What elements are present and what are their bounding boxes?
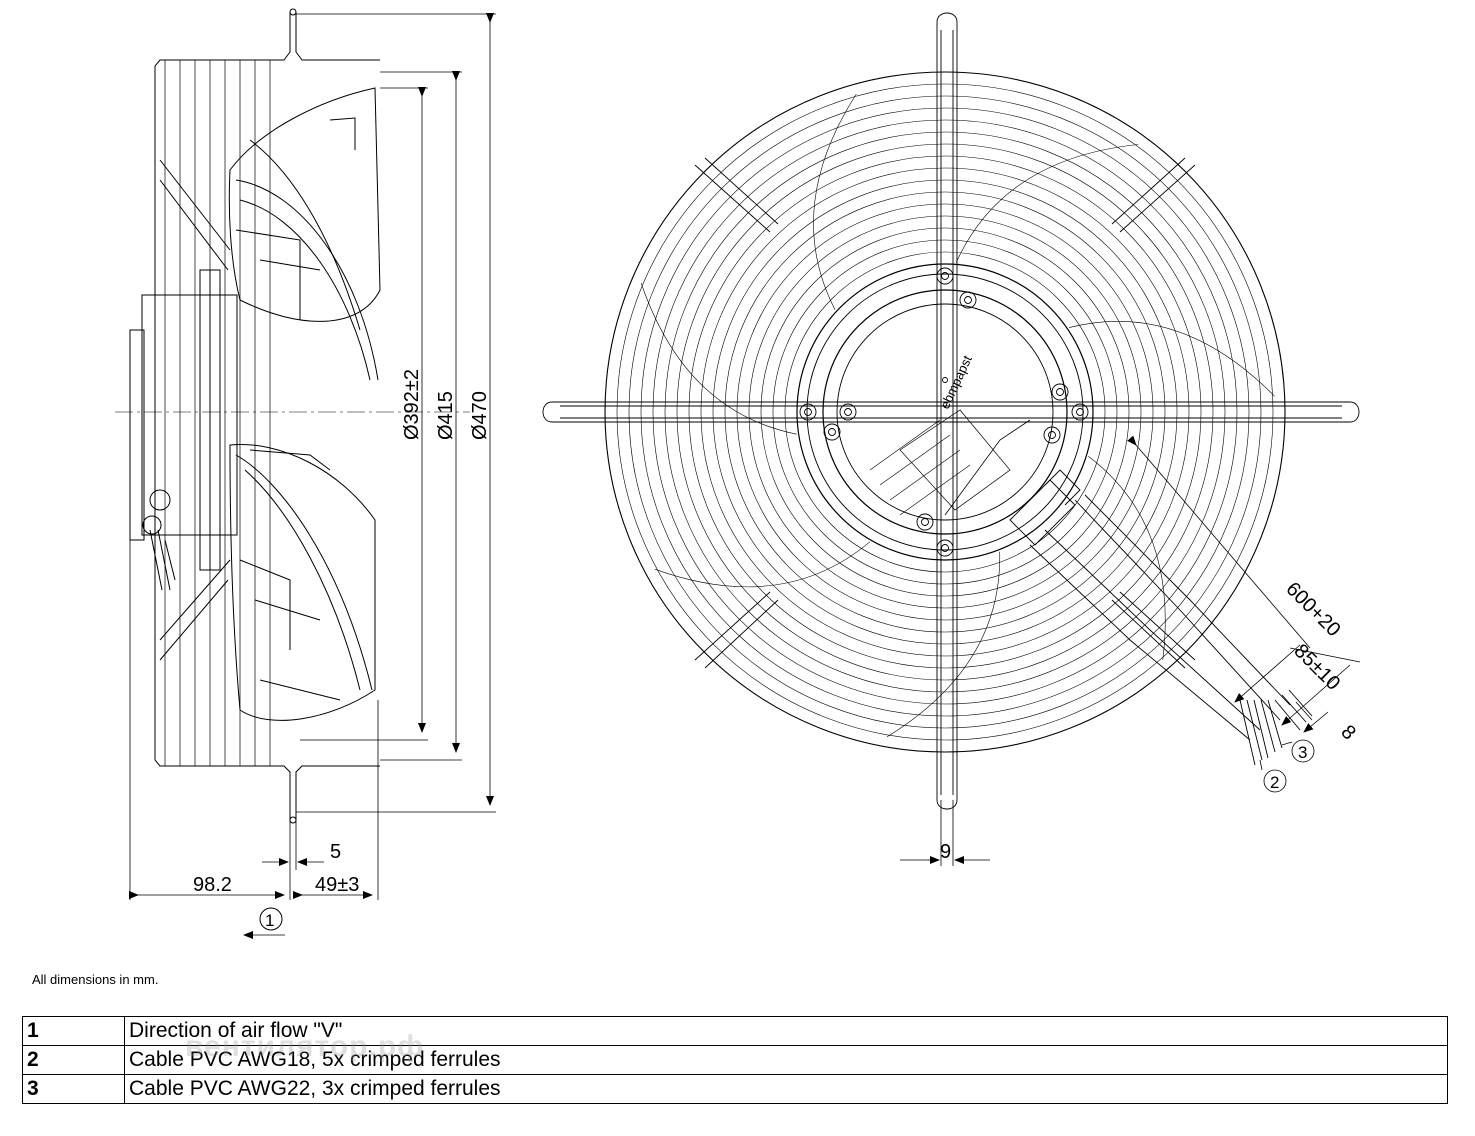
side-view: [115, 8, 470, 824]
side-view-labels: Ø392±2 Ø415 Ø470 5 98.2 49±3 1: [193, 369, 491, 930]
callout-3: 3: [1298, 743, 1307, 762]
watermark: вентилятор.рф: [185, 1030, 425, 1063]
dim-9: 9: [940, 841, 951, 863]
dim-d415: Ø415: [435, 391, 457, 440]
legend-number: 3: [22, 1074, 125, 1104]
dim-49: 49±3: [315, 874, 359, 896]
front-view: [542, 12, 1360, 810]
dim-85: 85±10: [1289, 640, 1344, 695]
legend-row: 3 Cable PVC AWG22, 3x crimped ferrules: [22, 1074, 1448, 1104]
brand-logo-text: ebmpapst: [937, 353, 975, 411]
legend-number: 2: [22, 1045, 125, 1075]
callout-2: 2: [1270, 773, 1279, 792]
front-view-dimensions: [900, 435, 1361, 866]
legend-table: 1 Direction of air flow "V" 2 Cable PVC …: [22, 1016, 1448, 1104]
dim-d392: Ø392±2: [401, 369, 423, 440]
dim-8: 8: [1336, 721, 1359, 744]
dim-98-2: 98.2: [193, 874, 232, 896]
dim-600: 600+20: [1281, 578, 1344, 641]
front-view-labels: 600+20 85±10 8 9 3 2 ebmpapst: [937, 353, 1360, 863]
dim-5: 5: [330, 841, 341, 863]
technical-drawing: Ø392±2 Ø415 Ø470 5 98.2 49±3 1: [115, 8, 1361, 939]
callout-1: 1: [265, 911, 274, 930]
dim-d470: Ø470: [469, 391, 491, 440]
legend-text: Cable PVC AWG22, 3x crimped ferrules: [124, 1074, 1448, 1104]
side-view-dimensions: [129, 13, 496, 939]
legend-number: 1: [22, 1016, 125, 1046]
dimensions-note: All dimensions in mm.: [32, 972, 159, 987]
